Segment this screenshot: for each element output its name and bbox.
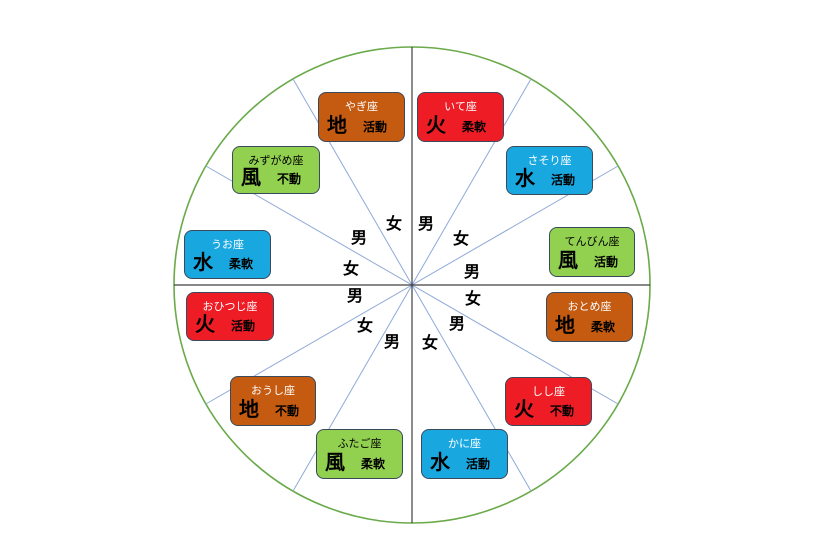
- sign-card-ohitsuji: おひつじ座 火 活動: [186, 292, 274, 341]
- gender-label: 女: [464, 289, 481, 308]
- gender-label: 女: [342, 259, 359, 278]
- sign-name: てんびん座: [564, 235, 620, 248]
- sign-element: 火: [426, 113, 446, 137]
- sign-card-uo: うお座 水 柔軟: [184, 230, 271, 279]
- sign-element: 水: [515, 166, 535, 190]
- sign-card-yagi: やぎ座 地 活動: [318, 92, 405, 142]
- sign-card-futago: ふたご座 風 柔軟: [316, 429, 403, 479]
- gender-label: 男: [448, 314, 465, 333]
- sign-name: しし座: [532, 385, 565, 398]
- sign-card-sasori: さそり座 水 活動: [506, 146, 593, 195]
- sign-mode: 柔軟: [361, 457, 386, 471]
- sign-mode: 不動: [275, 404, 300, 418]
- sign-name: いて座: [444, 100, 477, 113]
- sign-card-kani: かに座 水 活動: [421, 429, 508, 479]
- gender-label: 女: [385, 214, 402, 233]
- sign-mode: 活動: [594, 255, 619, 269]
- sign-mode: 活動: [363, 120, 388, 134]
- gender-label: 女: [421, 333, 438, 352]
- sign-card-shishi: しし座 火 不動: [505, 377, 592, 426]
- gender-label: 男: [350, 228, 367, 247]
- sign-mode: 柔軟: [462, 120, 487, 134]
- sign-mode: 活動: [551, 173, 576, 187]
- sign-element: 火: [195, 312, 215, 336]
- sign-mode: 不動: [277, 172, 302, 186]
- sign-name: うお座: [211, 238, 244, 251]
- sign-name: やぎ座: [345, 100, 378, 113]
- sign-name: みずがめ座: [248, 154, 304, 167]
- sign-name: おひつじ座: [202, 300, 258, 313]
- sign-card-otome: おとめ座 地 柔軟: [546, 292, 633, 342]
- sign-mode: 活動: [466, 457, 491, 471]
- sign-mode: 柔軟: [229, 257, 254, 271]
- sign-element: 水: [430, 450, 450, 474]
- sign-name: おうし座: [251, 384, 295, 397]
- sign-element: 水: [193, 250, 213, 274]
- sign-element: 地: [239, 397, 259, 421]
- gender-label: 男: [417, 214, 434, 233]
- gender-label: 女: [356, 316, 373, 335]
- sign-name: ふたご座: [337, 437, 382, 450]
- sign-element: 風: [558, 248, 578, 272]
- sign-mode: 不動: [550, 404, 575, 418]
- sign-element: 地: [555, 313, 575, 337]
- sign-card-tenbin: てんびん座 風 活動: [549, 227, 635, 277]
- sign-name: かに座: [448, 437, 481, 450]
- sign-mode: 活動: [231, 319, 256, 333]
- gender-label: 男: [346, 286, 363, 305]
- sign-card-mizugame: みずがめ座 風 不動: [232, 146, 320, 194]
- sign-mode: 柔軟: [591, 320, 616, 334]
- gender-label: 男: [383, 332, 400, 351]
- sign-name: さそり座: [527, 154, 572, 167]
- sign-element: 地: [327, 113, 347, 137]
- sign-element: 風: [241, 165, 261, 189]
- gender-label: 男: [463, 262, 480, 281]
- sign-card-oushi: おうし座 地 不動: [230, 376, 316, 426]
- sign-element: 風: [325, 450, 345, 474]
- sign-element: 火: [514, 397, 534, 421]
- gender-label: 女: [452, 229, 469, 248]
- sign-name: おとめ座: [567, 300, 612, 313]
- sign-card-ite: いて座 火 柔軟: [417, 92, 504, 142]
